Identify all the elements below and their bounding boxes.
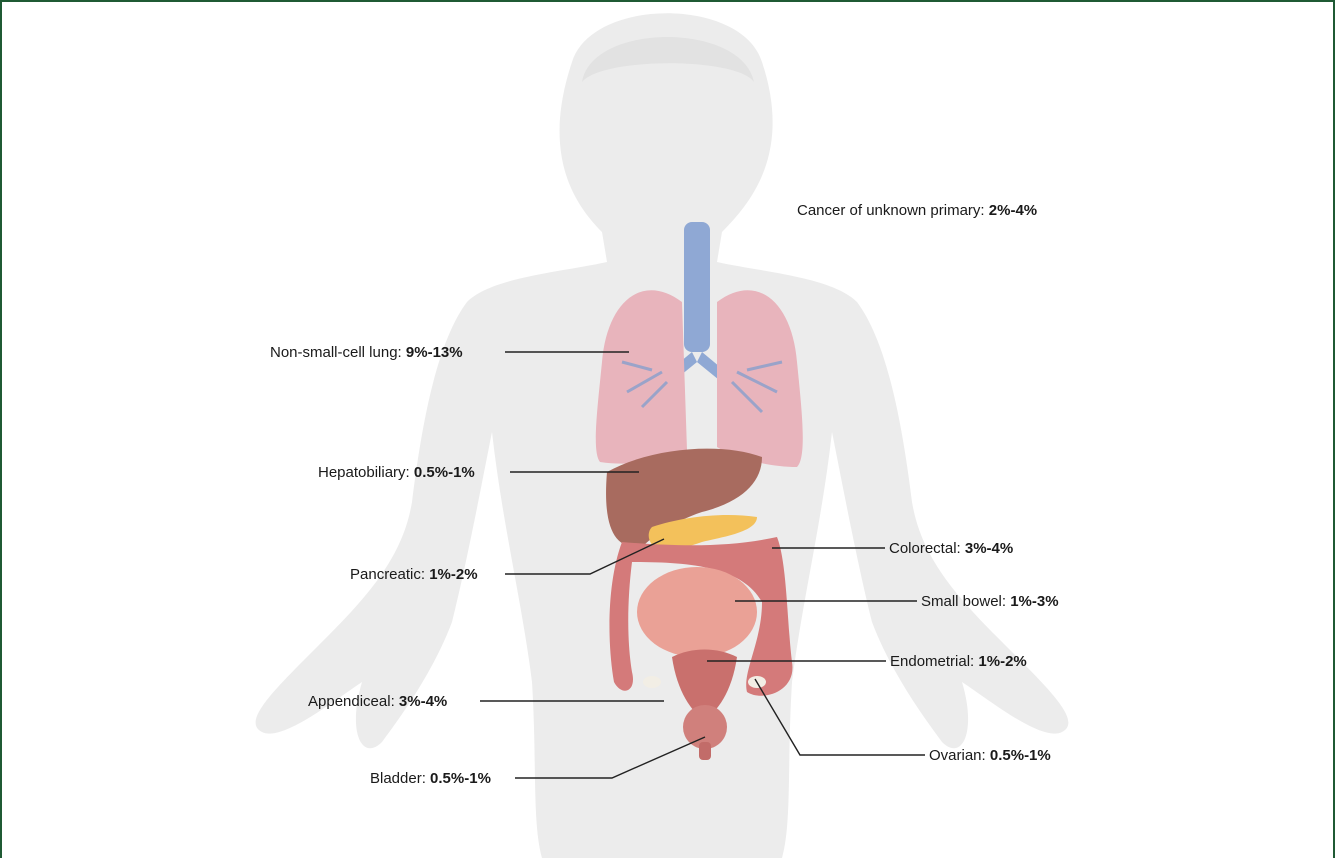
label-hepatobiliary-name: Hepatobiliary:	[318, 464, 410, 481]
small-bowel	[637, 567, 757, 657]
label-appendiceal-value: 3%-4%	[399, 693, 447, 710]
label-colorectal-value: 3%-4%	[965, 540, 1013, 557]
label-cup-name: Cancer of unknown primary:	[797, 202, 985, 219]
label-nsclc-name: Non-small-cell lung:	[270, 344, 402, 361]
label-small-bowel: Small bowel: 1%-3%	[921, 593, 1059, 611]
label-pancreatic-value: 1%-2%	[429, 566, 477, 583]
label-cup: Cancer of unknown primary: 2%-4%	[797, 202, 1037, 220]
label-small-bowel-value: 1%-3%	[1010, 593, 1058, 610]
label-hepatobiliary: Hepatobiliary: 0.5%-1%	[318, 464, 475, 482]
label-colorectal-name: Colorectal:	[889, 540, 961, 557]
label-endometrial-name: Endometrial:	[890, 653, 974, 670]
label-endometrial: Endometrial: 1%-2%	[890, 653, 1027, 671]
label-appendiceal-name: Appendiceal:	[308, 693, 395, 710]
label-nsclc: Non-small-cell lung: 9%-13%	[270, 344, 463, 362]
label-small-bowel-name: Small bowel:	[921, 593, 1006, 610]
label-appendiceal: Appendiceal: 3%-4%	[308, 693, 447, 711]
label-endometrial-value: 1%-2%	[978, 653, 1026, 670]
label-ovarian: Ovarian: 0.5%-1%	[929, 747, 1051, 765]
label-hepatobiliary-value: 0.5%-1%	[414, 464, 475, 481]
label-cup-value: 2%-4%	[989, 202, 1037, 219]
label-ovarian-value: 0.5%-1%	[990, 747, 1051, 764]
label-pancreatic: Pancreatic: 1%-2%	[350, 566, 478, 584]
label-colorectal: Colorectal: 3%-4%	[889, 540, 1013, 558]
label-nsclc-value: 9%-13%	[406, 344, 463, 361]
label-bladder-name: Bladder:	[370, 770, 426, 787]
label-bladder-value: 0.5%-1%	[430, 770, 491, 787]
label-bladder: Bladder: 0.5%-1%	[370, 770, 491, 788]
label-ovarian-name: Ovarian:	[929, 747, 986, 764]
label-pancreatic-name: Pancreatic:	[350, 566, 425, 583]
